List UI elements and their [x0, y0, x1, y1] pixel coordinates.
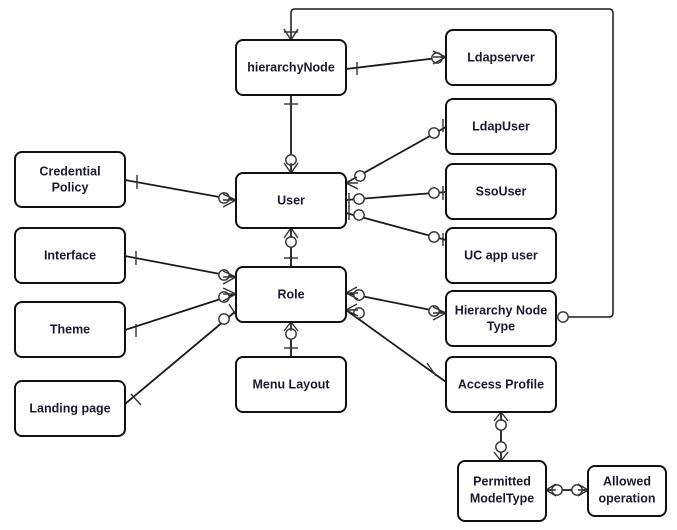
- relationship-landingpage-role[interactable]: [124, 303, 237, 406]
- entity-theme[interactable]: Theme: [14, 301, 126, 358]
- relationship-hierarchynode-ldapserver[interactable]: [345, 50, 447, 75]
- entity-credentialpolicy[interactable]: Credential Policy: [14, 151, 126, 208]
- entity-ssouser[interactable]: SsoUser: [445, 163, 557, 220]
- relationship-role-menulayout[interactable]: [283, 321, 299, 357]
- entity-box-layer: hierarchyNode Ldapserver LdapUser SsoUse…: [14, 29, 667, 522]
- relationship-accessprofile-permittedmodeltype[interactable]: [493, 411, 509, 462]
- relationship-permittedmodeltype-allowedoperation[interactable]: [545, 483, 589, 497]
- entity-ldapserver[interactable]: Ldapserver: [445, 29, 557, 86]
- entity-permittedmodeltype[interactable]: Permitted ModelType: [457, 460, 547, 522]
- relationship-connector-layer: [124, 8, 614, 497]
- entity-landingpage[interactable]: Landing page: [14, 380, 126, 437]
- entity-user[interactable]: User: [235, 172, 347, 229]
- relationship-role-accessprofile[interactable]: [345, 303, 447, 383]
- relationship-credentialpolicy-user[interactable]: [124, 175, 237, 208]
- entity-ldapuser[interactable]: LdapUser: [445, 98, 557, 155]
- entity-allowedoperation[interactable]: Allowed operation: [587, 465, 667, 517]
- entity-accessprofile[interactable]: Access Profile: [445, 356, 557, 413]
- relationship-user-role[interactable]: [283, 227, 299, 267]
- entity-role[interactable]: Role: [235, 266, 347, 323]
- entity-interface[interactable]: Interface: [14, 227, 126, 284]
- relationship-user-ssouser[interactable]: [345, 186, 447, 207]
- relationship-user-ucappuser[interactable]: [345, 206, 447, 246]
- relationship-user-ldapuser[interactable]: [345, 119, 447, 190]
- relationship-hierarchynode-user[interactable]: [283, 95, 299, 174]
- relationship-role-hierarchynodetype[interactable]: [345, 286, 447, 321]
- entity-ucappuser[interactable]: UC app user: [445, 227, 557, 284]
- entity-menulayout[interactable]: Menu Layout: [235, 356, 347, 413]
- relationship-theme-role[interactable]: [124, 287, 237, 337]
- entity-hierarchynodetype[interactable]: Hierarchy Node Type: [445, 290, 557, 347]
- entity-hierarchynode[interactable]: hierarchyNode: [235, 39, 347, 96]
- relationship-interface-role[interactable]: [124, 251, 237, 285]
